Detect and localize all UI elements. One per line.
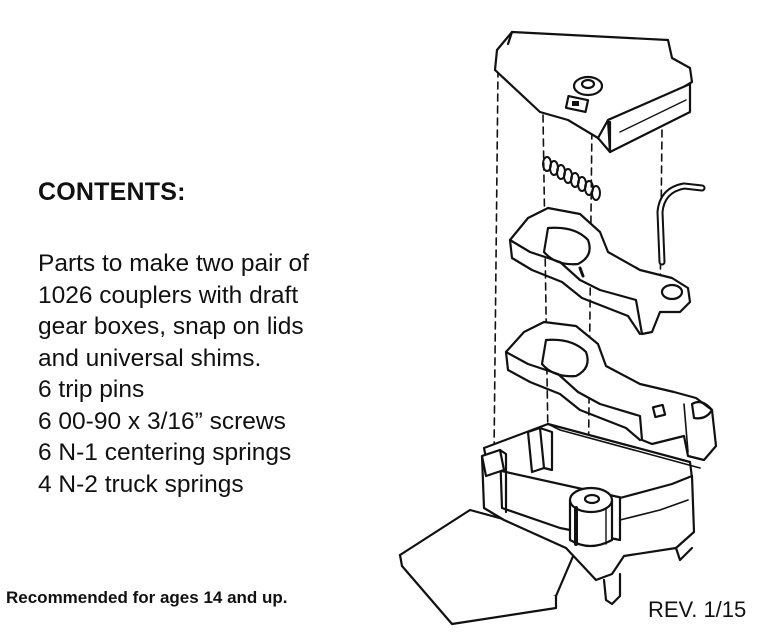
coupler-knuckle-lower: [504, 320, 718, 462]
contents-item: 4 N-2 truck springs: [38, 470, 244, 498]
contents-item: 6 trip pins: [38, 376, 145, 403]
contents-list: Parts to make two pair of 1026 couplers …: [38, 248, 309, 500]
draft-gear-box: [398, 422, 701, 626]
revision-label: REV. 1/15: [648, 597, 747, 622]
contents-item: Parts to make two pair of: [38, 250, 309, 277]
coupler-knuckle-upper: [508, 206, 692, 336]
contents-item: 6 N-1 centering springs: [38, 439, 292, 466]
contents-item: and universal shims.: [38, 344, 262, 372]
centering-spring: [542, 156, 601, 201]
contents-item: 1026 couplers with draft: [38, 281, 299, 309]
contents-heading: CONTENTS:: [38, 178, 186, 206]
trip-pin: [656, 182, 706, 266]
contents-item: gear boxes, snap on lids: [38, 313, 304, 340]
age-recommendation: Recommended for ages 14 and up.: [6, 588, 288, 607]
contents-item: 6 00-90 x 3/16” screws: [38, 407, 286, 435]
snap-on-lid: [493, 30, 694, 154]
